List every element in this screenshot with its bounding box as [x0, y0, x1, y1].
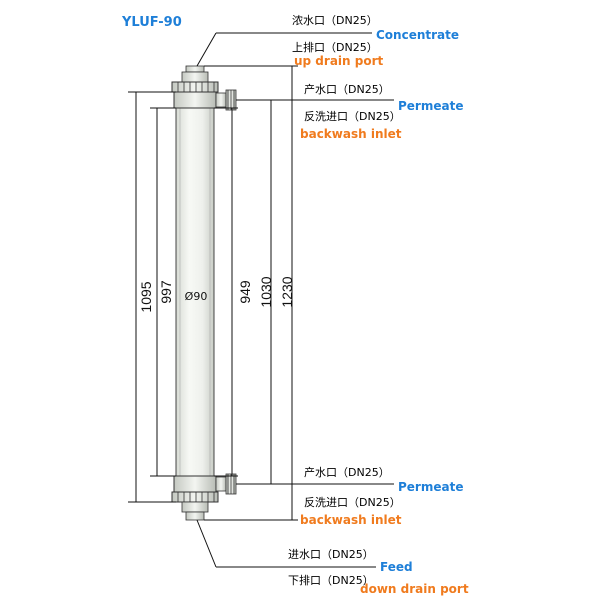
feed-cn-label: 进水口（DN25） [288, 548, 374, 561]
leader-concentrate [196, 32, 372, 67]
top-permeate-cn-label: 产水口（DN25） [304, 82, 390, 96]
bottom-backwash-en-label: backwash inlet [300, 513, 402, 527]
top-permeate-en-label: Permeate [398, 99, 463, 113]
top-backwash-en-label: backwash inlet [300, 127, 402, 141]
model-title: YLUF-90 [121, 15, 182, 30]
concentrate-cn-label: 浓水口（DN25） [292, 14, 378, 27]
dim-997: 997 [150, 107, 176, 477]
dim-1230: 1230 [204, 65, 298, 521]
up-drain-cn-label: 上排口（DN25） [292, 40, 378, 54]
bottom-permeate-en-label: Permeate [398, 480, 463, 494]
down-drain-en-label: down drain port [360, 582, 469, 596]
concentrate-en-label: Concentrate [376, 28, 459, 42]
tube-body [175, 107, 215, 477]
top-end-cap [171, 65, 237, 111]
dim-1095: 1095 [128, 91, 176, 503]
svg-text:1230: 1230 [279, 276, 295, 307]
dim-949: 949 [214, 107, 253, 477]
svg-text:1030: 1030 [258, 276, 274, 307]
svg-text:997: 997 [158, 280, 174, 304]
bottom-permeate-cn-label: 产水口（DN25） [304, 465, 390, 479]
bottom-end-cap [171, 473, 237, 521]
svg-text:1095: 1095 [138, 281, 154, 312]
down-drain-cn-label: 下排口（DN25） [288, 573, 374, 587]
bottom-backwash-cn-label: 反洗进口（DN25） [304, 496, 401, 509]
up-drain-en-label: up drain port [294, 54, 384, 68]
top-backwash-cn-label: 反洗进口（DN25） [304, 110, 401, 123]
feed-en-label: Feed [380, 560, 413, 574]
leader-feed [196, 519, 376, 568]
diameter-label: Ø90 [185, 290, 208, 303]
svg-text:949: 949 [237, 280, 253, 304]
